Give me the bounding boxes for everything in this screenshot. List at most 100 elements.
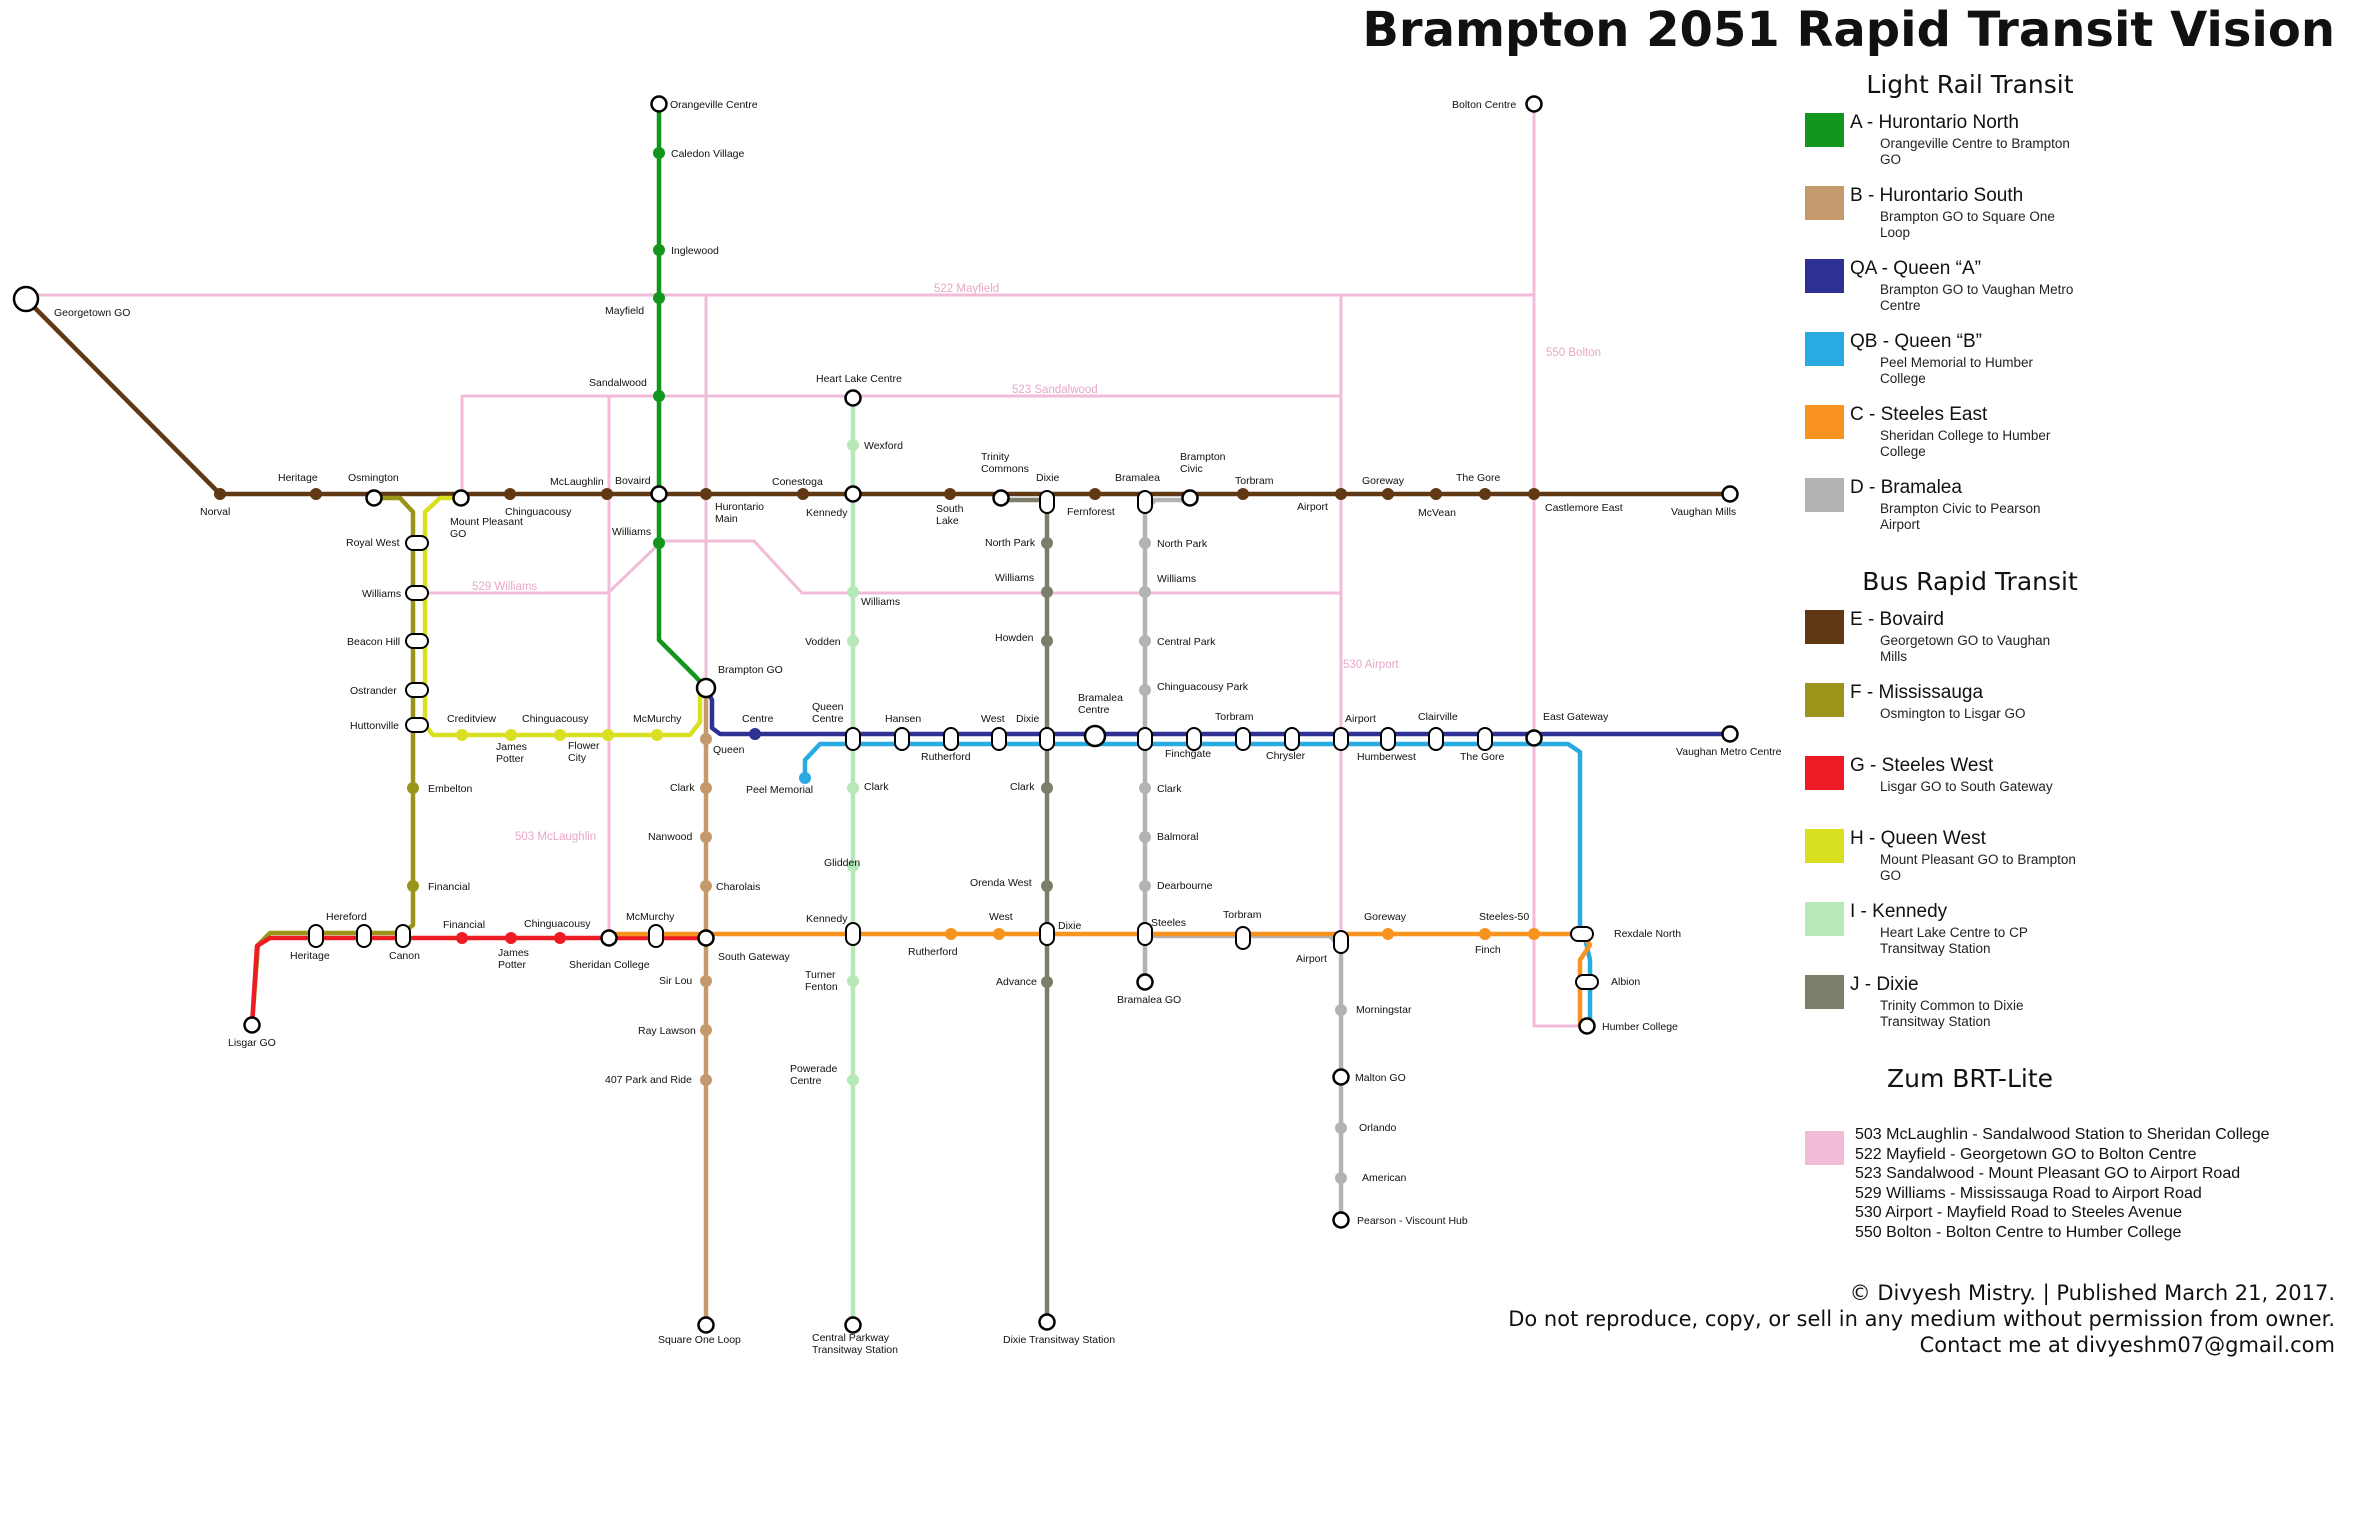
station-label: Dearbourne <box>1157 880 1213 892</box>
interchange-circle <box>1181 489 1199 507</box>
interchange-pill <box>405 633 429 649</box>
kennedy-stop <box>847 860 859 872</box>
kennedy-stop <box>847 782 859 794</box>
label-line: Bramalea <box>1078 692 1123 704</box>
station-label: Finchgate <box>1165 748 1211 760</box>
interchange-pill <box>395 924 411 948</box>
hurontario-south-stop <box>700 733 712 745</box>
bovaird-stop <box>797 488 809 500</box>
interchange-pill <box>405 585 429 601</box>
station-label: Clark <box>670 782 695 794</box>
interchange-circle <box>1721 725 1739 743</box>
route-description: Lisgar GO to South Gateway <box>1880 779 2053 794</box>
station-label: Dixie Transitway Station <box>1003 1334 1115 1346</box>
hurontario-north-stop <box>653 292 665 304</box>
route-f <box>249 495 416 1028</box>
interchange-circle <box>1525 95 1543 113</box>
station-label: Ostrander <box>350 685 397 697</box>
route-550 <box>1532 102 1589 1028</box>
brt-heading: Bus Rapid Transit <box>1862 567 2078 596</box>
route-name: QB - Queen “B” <box>1850 331 1982 352</box>
hurontario-north-stop <box>653 537 665 549</box>
station-label: Chinguacousy <box>505 506 572 518</box>
route-label: 530 Airport <box>1343 659 1399 671</box>
dixie-stop <box>1041 586 1053 598</box>
station-label: Kennedy <box>806 913 848 925</box>
interchange-circle <box>1721 485 1739 503</box>
label-line: Queen <box>812 701 844 713</box>
station-label: Vaughan Mills <box>1671 506 1736 518</box>
interchange-circle <box>1332 1211 1350 1229</box>
route-description: Georgetown GO to Vaughan Mills <box>1880 633 2051 664</box>
interchange-pill <box>943 727 959 751</box>
bramalea-stop <box>1139 684 1151 696</box>
station-label: Sir Lou <box>659 975 692 987</box>
bovaird-stop <box>214 488 226 500</box>
station-label: Williams <box>1157 573 1196 585</box>
station-label: Steeles-50 <box>1479 911 1529 923</box>
interchange-pill <box>845 727 861 751</box>
station-label: Wexford <box>864 440 903 452</box>
station-label: Finch <box>1475 944 1501 956</box>
interchange-pill <box>648 924 664 948</box>
station-label: Goreway <box>1364 911 1407 923</box>
station-label: Heritage <box>278 472 318 484</box>
color-swatch <box>1805 405 1844 439</box>
route-description: Osmington to Lisgar GO <box>1880 706 2026 721</box>
interchange-pill <box>1137 922 1153 946</box>
hurontario-south-stop <box>700 1024 712 1036</box>
zum-routes: 503 McLaughlin - Sandalwood Station to S… <box>1855 1125 2270 1242</box>
label-line: Civic <box>1180 463 1203 475</box>
station-label: McMurchy <box>626 911 675 923</box>
zum-route-entry: 503 McLaughlin - Sandalwood Station to S… <box>1855 1126 2270 1143</box>
station-label: Hereford <box>326 911 367 923</box>
hurontario-north-stop <box>653 244 665 256</box>
station-label: Fernforest <box>1067 506 1115 518</box>
label-line: City <box>568 752 587 764</box>
route-name: J - Dixie <box>1850 974 1919 995</box>
station-label: American <box>1362 1172 1407 1184</box>
interchange-circle <box>697 929 715 947</box>
station-label: Osmington <box>348 472 399 484</box>
interchange-circle <box>600 929 618 947</box>
queen-west-stop <box>456 729 468 741</box>
mississauga-stop <box>407 880 419 892</box>
bovaird-stop <box>1382 488 1394 500</box>
station-label: Vodden <box>805 636 841 648</box>
interchange-pill <box>1039 490 1055 514</box>
bovaird-stop <box>601 488 613 500</box>
zum-route-entry: 530 Airport - Mayfield Road to Steeles A… <box>1855 1204 2183 1221</box>
color-swatch <box>1805 332 1844 366</box>
mississauga-stop <box>407 782 419 794</box>
route-description: Sheridan College to Humber College <box>1880 428 2051 459</box>
stops <box>12 95 1739 1334</box>
steeles-east-stop <box>945 928 957 940</box>
route-lines <box>23 101 1733 1328</box>
station-label: Heritage <box>290 950 330 962</box>
station-label: Embelton <box>428 783 473 795</box>
bramalea-stop <box>1139 831 1151 843</box>
bovaird-stop <box>700 488 712 500</box>
color-swatch <box>1805 756 1844 790</box>
station-label: West <box>989 911 1013 923</box>
interchange-circle <box>1578 1017 1596 1035</box>
lrt-legend-item: QA - Queen “A”Brampton GO to Vaughan Met… <box>1805 253 2345 326</box>
interchange-pill <box>991 727 1007 751</box>
station-label: Huttonville <box>350 720 399 732</box>
kennedy-stop <box>847 975 859 987</box>
station-label: Norval <box>200 506 230 518</box>
station-label: Hansen <box>885 713 921 725</box>
station-label: Clark <box>1157 783 1182 795</box>
label-line: Centre <box>1078 704 1110 716</box>
interchange-pill <box>1380 727 1396 751</box>
dixie-stop <box>1041 635 1053 647</box>
steeles-east-stop <box>993 928 1005 940</box>
